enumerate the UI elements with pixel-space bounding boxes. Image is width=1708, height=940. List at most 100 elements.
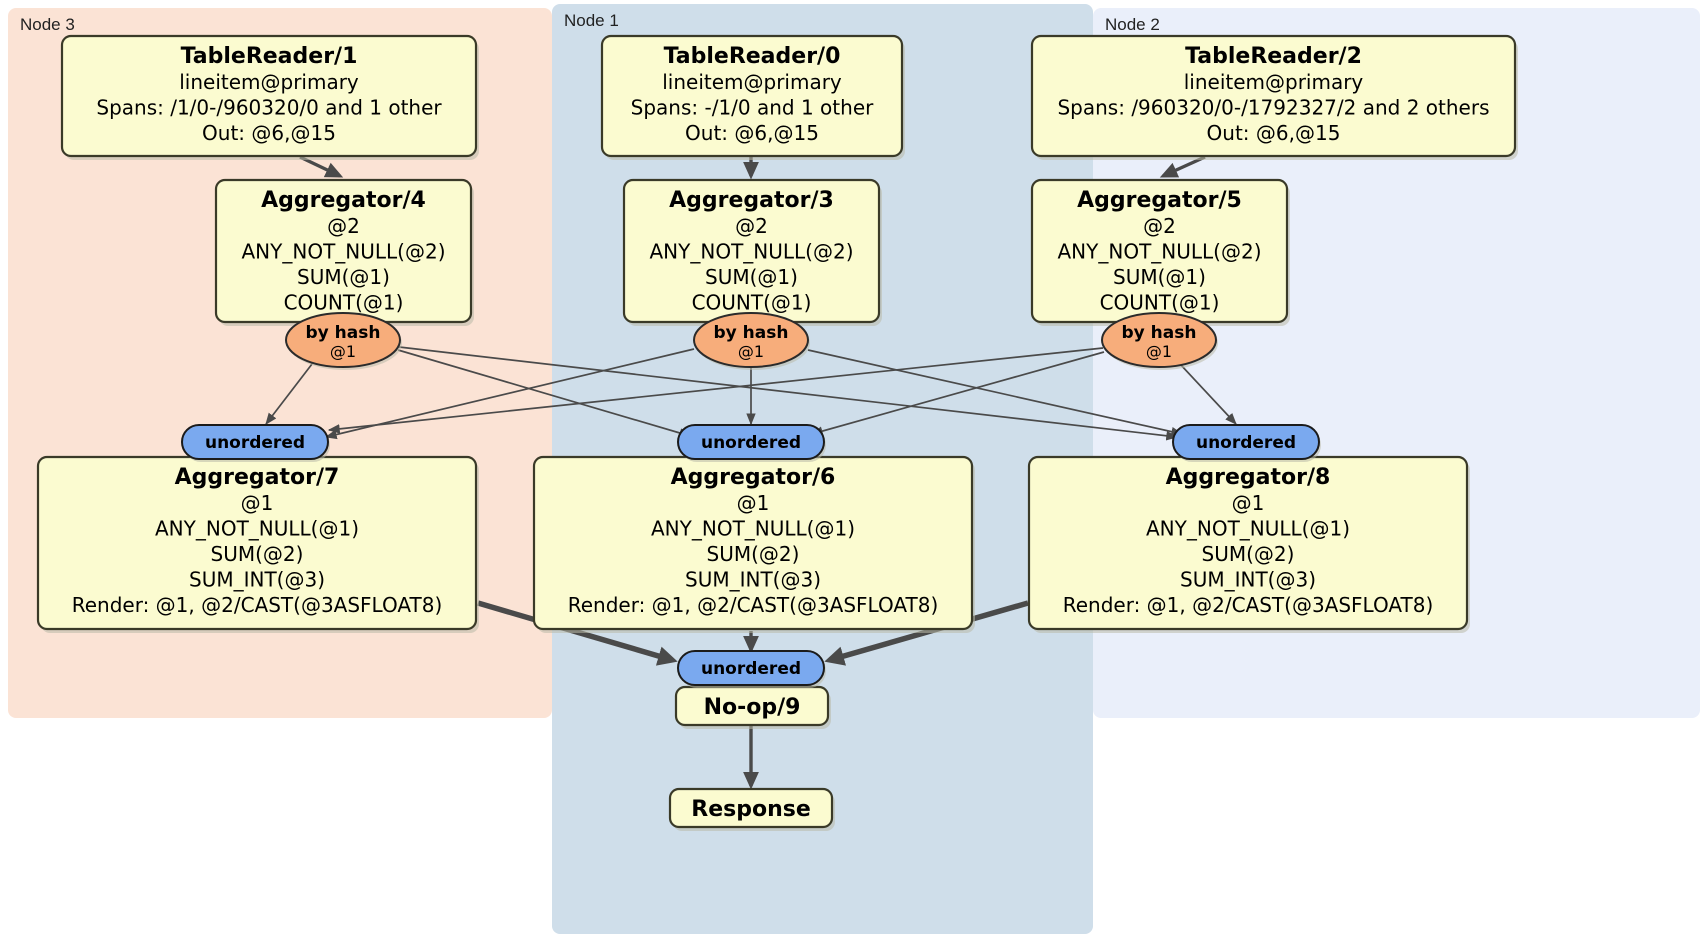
sync-node-unordered-7[interactable]: unordered — [181, 424, 330, 462]
processor-title: Response — [691, 797, 811, 822]
processor-title: No-op/9 — [704, 695, 801, 720]
processor-noop-9[interactable]: No-op/9 — [674, 685, 831, 729]
sync-node-shape[interactable] — [181, 424, 329, 460]
processor-detail-line: Spans: /960320/0-/1792327/2 and 2 others — [1057, 96, 1489, 120]
hash-router-shape[interactable] — [693, 312, 809, 368]
processor-title: Aggregator/7 — [175, 465, 340, 490]
processor-detail-line: COUNT(@1) — [692, 291, 812, 315]
hash-router-label: by hash — [306, 323, 381, 343]
sync-node-shape[interactable] — [1172, 424, 1320, 460]
node-panel-label: Node 1 — [564, 11, 619, 30]
hash-router-column: @1 — [330, 342, 356, 361]
hash-router-shape[interactable] — [285, 312, 401, 368]
processor-detail-line: @2 — [327, 214, 360, 238]
sync-node-unordered-9[interactable]: unordered — [677, 650, 826, 688]
hash-router-shape[interactable] — [1101, 312, 1217, 368]
edge-tr1-agg4 — [299, 155, 344, 178]
processor-response[interactable]: Response — [668, 787, 835, 831]
processor-detail-line: Render: @1, @2/CAST(@3ASFLOAT8) — [1063, 593, 1434, 617]
sync-nodes: unordered unordered unordered unordered — [181, 424, 1321, 688]
processor-title: Aggregator/6 — [671, 465, 836, 490]
processor-detail-line: Out: @6,@15 — [202, 121, 336, 145]
processor-detail-line: Spans: -/1/0 and 1 other — [631, 96, 874, 120]
processor-box[interactable] — [60, 34, 478, 158]
sync-node-unordered-8[interactable]: unordered — [1172, 424, 1321, 462]
processor-detail-line: ANY_NOT_NULL(@1) — [155, 517, 359, 541]
processor-detail-line: lineitem@primary — [662, 70, 842, 94]
hash-router-hash-5[interactable]: by hash@1 — [1101, 312, 1218, 370]
edge-hash5-un8 — [1179, 363, 1237, 425]
edge-tr2-agg5 — [1159, 155, 1206, 178]
sync-node-unordered-6[interactable]: unordered — [677, 424, 826, 462]
processor-detail-line: ANY_NOT_NULL(@2) — [1058, 240, 1262, 264]
processor-title: Aggregator/8 — [1166, 465, 1331, 490]
hash-router-label: by hash — [714, 323, 789, 343]
processor-detail-line: Render: @1, @2/CAST(@3ASFLOAT8) — [72, 593, 443, 617]
processor-aggregator-3[interactable]: Aggregator/3@2ANY_NOT_NULL(@2)SUM(@1)COU… — [622, 178, 882, 326]
processor-aggregator-7[interactable]: Aggregator/7@1ANY_NOT_NULL(@1)SUM(@2)SUM… — [36, 455, 479, 633]
sync-node-label: unordered — [701, 659, 801, 679]
processor-detail-line: ANY_NOT_NULL(@1) — [1146, 517, 1350, 541]
processor-title: TableReader/2 — [1185, 44, 1362, 69]
processor-detail-line: ANY_NOT_NULL(@2) — [242, 240, 446, 264]
processor-detail-line: SUM(@2) — [707, 542, 800, 566]
processor-detail-line: SUM(@1) — [1113, 265, 1206, 289]
edge-hash3-un7 — [324, 348, 695, 440]
processor-detail-line: SUM_INT(@3) — [1180, 568, 1316, 592]
processor-aggregator-8[interactable]: Aggregator/8@1ANY_NOT_NULL(@1)SUM(@2)SUM… — [1027, 455, 1470, 633]
processor-title: TableReader/1 — [181, 44, 358, 69]
processor-title: Aggregator/5 — [1077, 188, 1242, 213]
sync-node-shape[interactable] — [677, 424, 825, 460]
processor-detail-line: SUM(@2) — [211, 542, 304, 566]
hash-router-hash-4[interactable]: by hash@1 — [285, 312, 402, 370]
processor-detail-line: COUNT(@1) — [284, 291, 404, 315]
sync-node-label: unordered — [701, 433, 801, 453]
hash-router-column: @1 — [1146, 342, 1172, 361]
edge-hash5-un7 — [327, 347, 1104, 434]
processor-detail-line: lineitem@primary — [1184, 70, 1364, 94]
processor-detail-line: Spans: /1/0-/960320/0 and 1 other — [96, 96, 442, 120]
edge-hash4-un6 — [397, 349, 692, 438]
processor-detail-line: SUM_INT(@3) — [685, 568, 821, 592]
processor-aggregator-5[interactable]: Aggregator/5@2ANY_NOT_NULL(@2)SUM(@1)COU… — [1030, 178, 1290, 326]
processor-box[interactable] — [668, 787, 834, 829]
processor-aggregator-6[interactable]: Aggregator/6@1ANY_NOT_NULL(@1)SUM(@2)SUM… — [532, 455, 975, 633]
processor-aggregator-4[interactable]: Aggregator/4@2ANY_NOT_NULL(@2)SUM(@1)COU… — [214, 178, 474, 326]
sync-node-label: unordered — [1196, 433, 1296, 453]
hash-router-label: by hash — [1122, 323, 1197, 343]
processor-detail-line: ANY_NOT_NULL(@2) — [650, 240, 854, 264]
processor-detail-line: SUM(@1) — [705, 265, 798, 289]
processor-detail-line: SUM_INT(@3) — [189, 568, 325, 592]
node-panel-label: Node 3 — [20, 15, 75, 34]
processor-detail-line: @2 — [1143, 214, 1176, 238]
processor-detail-line: Out: @6,@15 — [1207, 121, 1341, 145]
processor-detail-line: lineitem@primary — [179, 70, 359, 94]
edge-hash4-un7 — [265, 363, 313, 425]
processor-detail-line: SUM(@1) — [297, 265, 390, 289]
processor-detail-line: @1 — [1232, 491, 1265, 515]
processor-title: TableReader/0 — [664, 44, 841, 69]
node-panel-label: Node 2 — [1105, 15, 1160, 34]
hash-router-hash-3[interactable]: by hash@1 — [693, 312, 810, 370]
processor-title: Aggregator/3 — [669, 188, 834, 213]
sync-node-shape[interactable] — [677, 650, 825, 686]
processor-box[interactable] — [600, 34, 904, 158]
processor-box[interactable] — [1030, 34, 1517, 158]
hash-router-column: @1 — [738, 342, 764, 361]
processor-detail-line: Render: @1, @2/CAST(@3ASFLOAT8) — [568, 593, 939, 617]
processor-detail-line: ANY_NOT_NULL(@1) — [651, 517, 855, 541]
sync-node-label: unordered — [205, 433, 305, 453]
processor-detail-line: @1 — [737, 491, 770, 515]
edge-hash5-un6 — [810, 351, 1105, 436]
processor-detail-line: @1 — [241, 491, 274, 515]
hash-routers: by hash@1by hash@1by hash@1 — [285, 312, 1218, 370]
processor-detail-line: Out: @6,@15 — [685, 121, 819, 145]
processor-detail-line: SUM(@2) — [1202, 542, 1295, 566]
edge-hash4-un8 — [398, 346, 1179, 441]
